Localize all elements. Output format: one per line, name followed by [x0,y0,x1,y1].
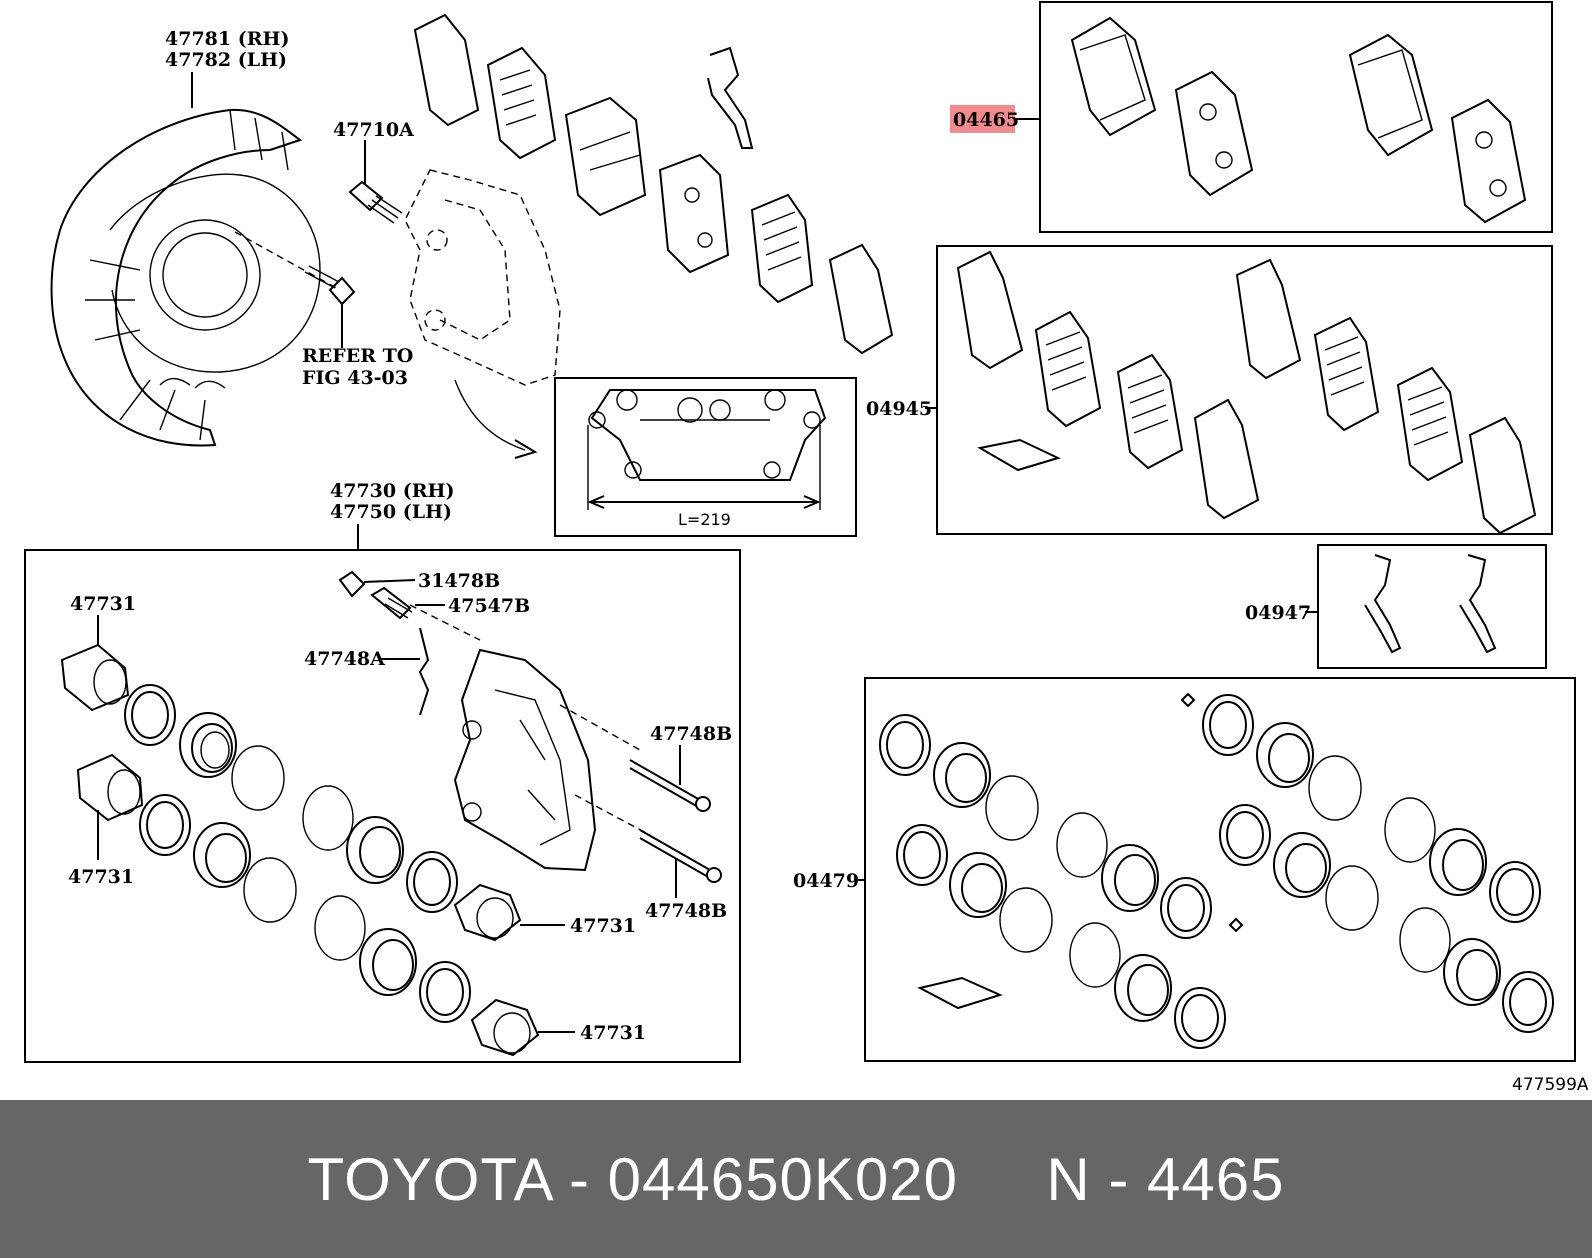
pin-upper-label: 47748B [650,723,732,745]
caliper-pistons [60,615,575,1057]
piston-bl-label: 47731 [68,866,134,888]
seal-kit-label[interactable]: 04479 [793,870,859,892]
pad-kit-pads [1070,16,1527,224]
shim-kit-label[interactable]: 04945 [866,398,932,420]
mounting-bolt [348,140,403,224]
cap-label: 31478B [418,570,500,592]
pad-kit-box [1039,1,1553,233]
figure-id: 477599A [1512,1075,1589,1095]
pin-upper [629,745,711,812]
seal-kit-seals [879,692,1554,1049]
piston-tl-label: 47731 [70,593,136,615]
clip-label: 47748A [304,648,385,670]
pin-lower [639,829,722,898]
spring-kit-springs [1364,554,1497,654]
bracket-inset-box [554,377,857,537]
clip [380,627,430,716]
refer-line1: REFER TO [302,345,413,367]
caliper-lh-label: 47750 (LH) [330,501,452,523]
spring-kit-box [1317,544,1547,669]
dust-shield [50,72,321,447]
caliper-rh-label: 47730 (RH) [330,480,454,502]
shield-rh-label: 47781 (RH) [165,28,289,50]
shim-kit-shims [956,250,1537,535]
pad-kit-label[interactable]: 04465 [953,109,1019,131]
shim-kit-box [936,245,1553,535]
pad-kit-highlight [950,105,1015,133]
pad-row-top [413,13,894,355]
parts-diagram: 47781 (RH) 47782 (LH) 47710A REFER TO FI… [24,1,1589,1095]
refer-line2: FIG 43-03 [302,367,408,389]
piston-r1-label: 47731 [570,915,636,937]
pin-lower-label: 47748B [645,900,727,922]
part-number-caption: TOYOTA - 044650K020 N - 4465 [307,1145,1285,1213]
caliper-body [409,604,651,872]
caliper-outline-upper [404,169,561,459]
seal-kit-box [864,677,1576,1062]
bleeder-cap [338,570,416,598]
dimension-label: L=219 [678,510,731,529]
footer-bar: TOYOTA - 044650K020 N - 4465 [0,1100,1592,1258]
bleeder-screw [370,586,445,620]
caliper-assembly-box [24,549,741,1063]
bolt-label: 47710A [333,119,414,141]
caliper-bracket [587,389,827,510]
spring-kit-label[interactable]: 04947 [1245,602,1311,624]
refer-bolt [234,231,356,348]
shield-lh-label: 47782 (LH) [165,49,287,71]
bleeder-label: 47547B [448,595,530,617]
piston-r2-label: 47731 [580,1022,646,1044]
